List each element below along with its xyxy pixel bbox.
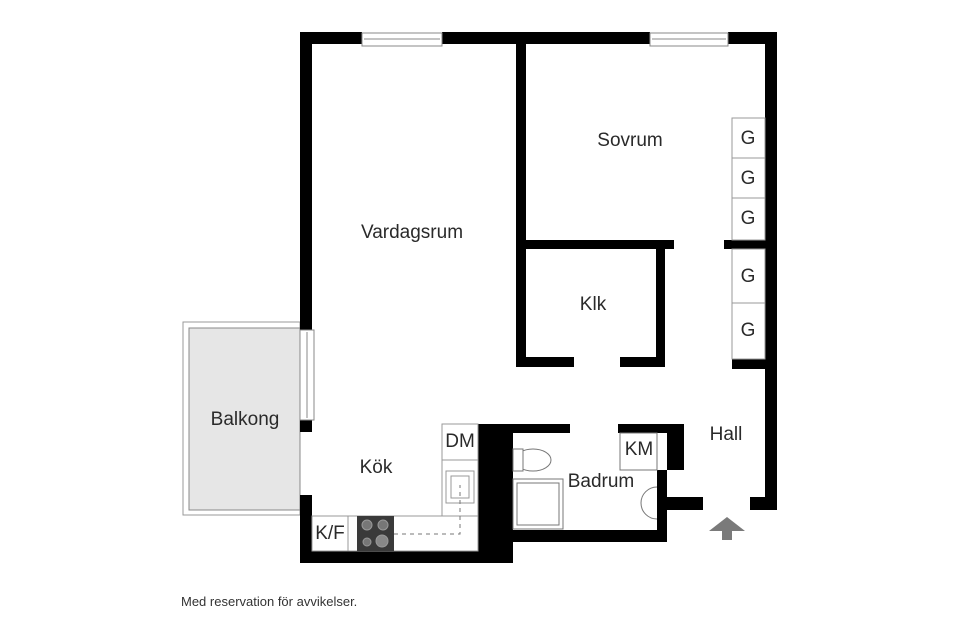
windows bbox=[299, 32, 729, 421]
bathroom-fixtures bbox=[512, 432, 658, 530]
room-label-hall: Hall bbox=[709, 424, 743, 445]
room-label-vardagsrum: Vardagsrum bbox=[360, 222, 464, 243]
wardrobes bbox=[731, 117, 766, 360]
balcony bbox=[182, 321, 301, 516]
entrance-arrow-icon bbox=[709, 517, 745, 540]
room-label-kok: Kök bbox=[359, 457, 393, 478]
wardrobe-label: G bbox=[740, 320, 756, 341]
wardrobe-label: G bbox=[740, 168, 756, 189]
washing-machine-label: KM bbox=[624, 439, 654, 460]
wardrobe-label: G bbox=[740, 266, 756, 287]
room-label-badrum: Badrum bbox=[567, 471, 635, 492]
disclaimer-text: Med reservation för avvikelser. bbox=[181, 594, 358, 609]
room-label-balkong: Balkong bbox=[210, 409, 280, 430]
room-label-sovrum: Sovrum bbox=[597, 130, 663, 151]
room-label-klk: Klk bbox=[579, 294, 607, 315]
dishwasher-label: DM bbox=[445, 431, 475, 452]
kitchen-fixtures bbox=[311, 423, 479, 552]
wardrobe-label: G bbox=[740, 208, 756, 229]
walls bbox=[300, 32, 777, 563]
fridge-freezer-label: K/F bbox=[315, 523, 345, 544]
wardrobe-label: G bbox=[740, 128, 756, 149]
